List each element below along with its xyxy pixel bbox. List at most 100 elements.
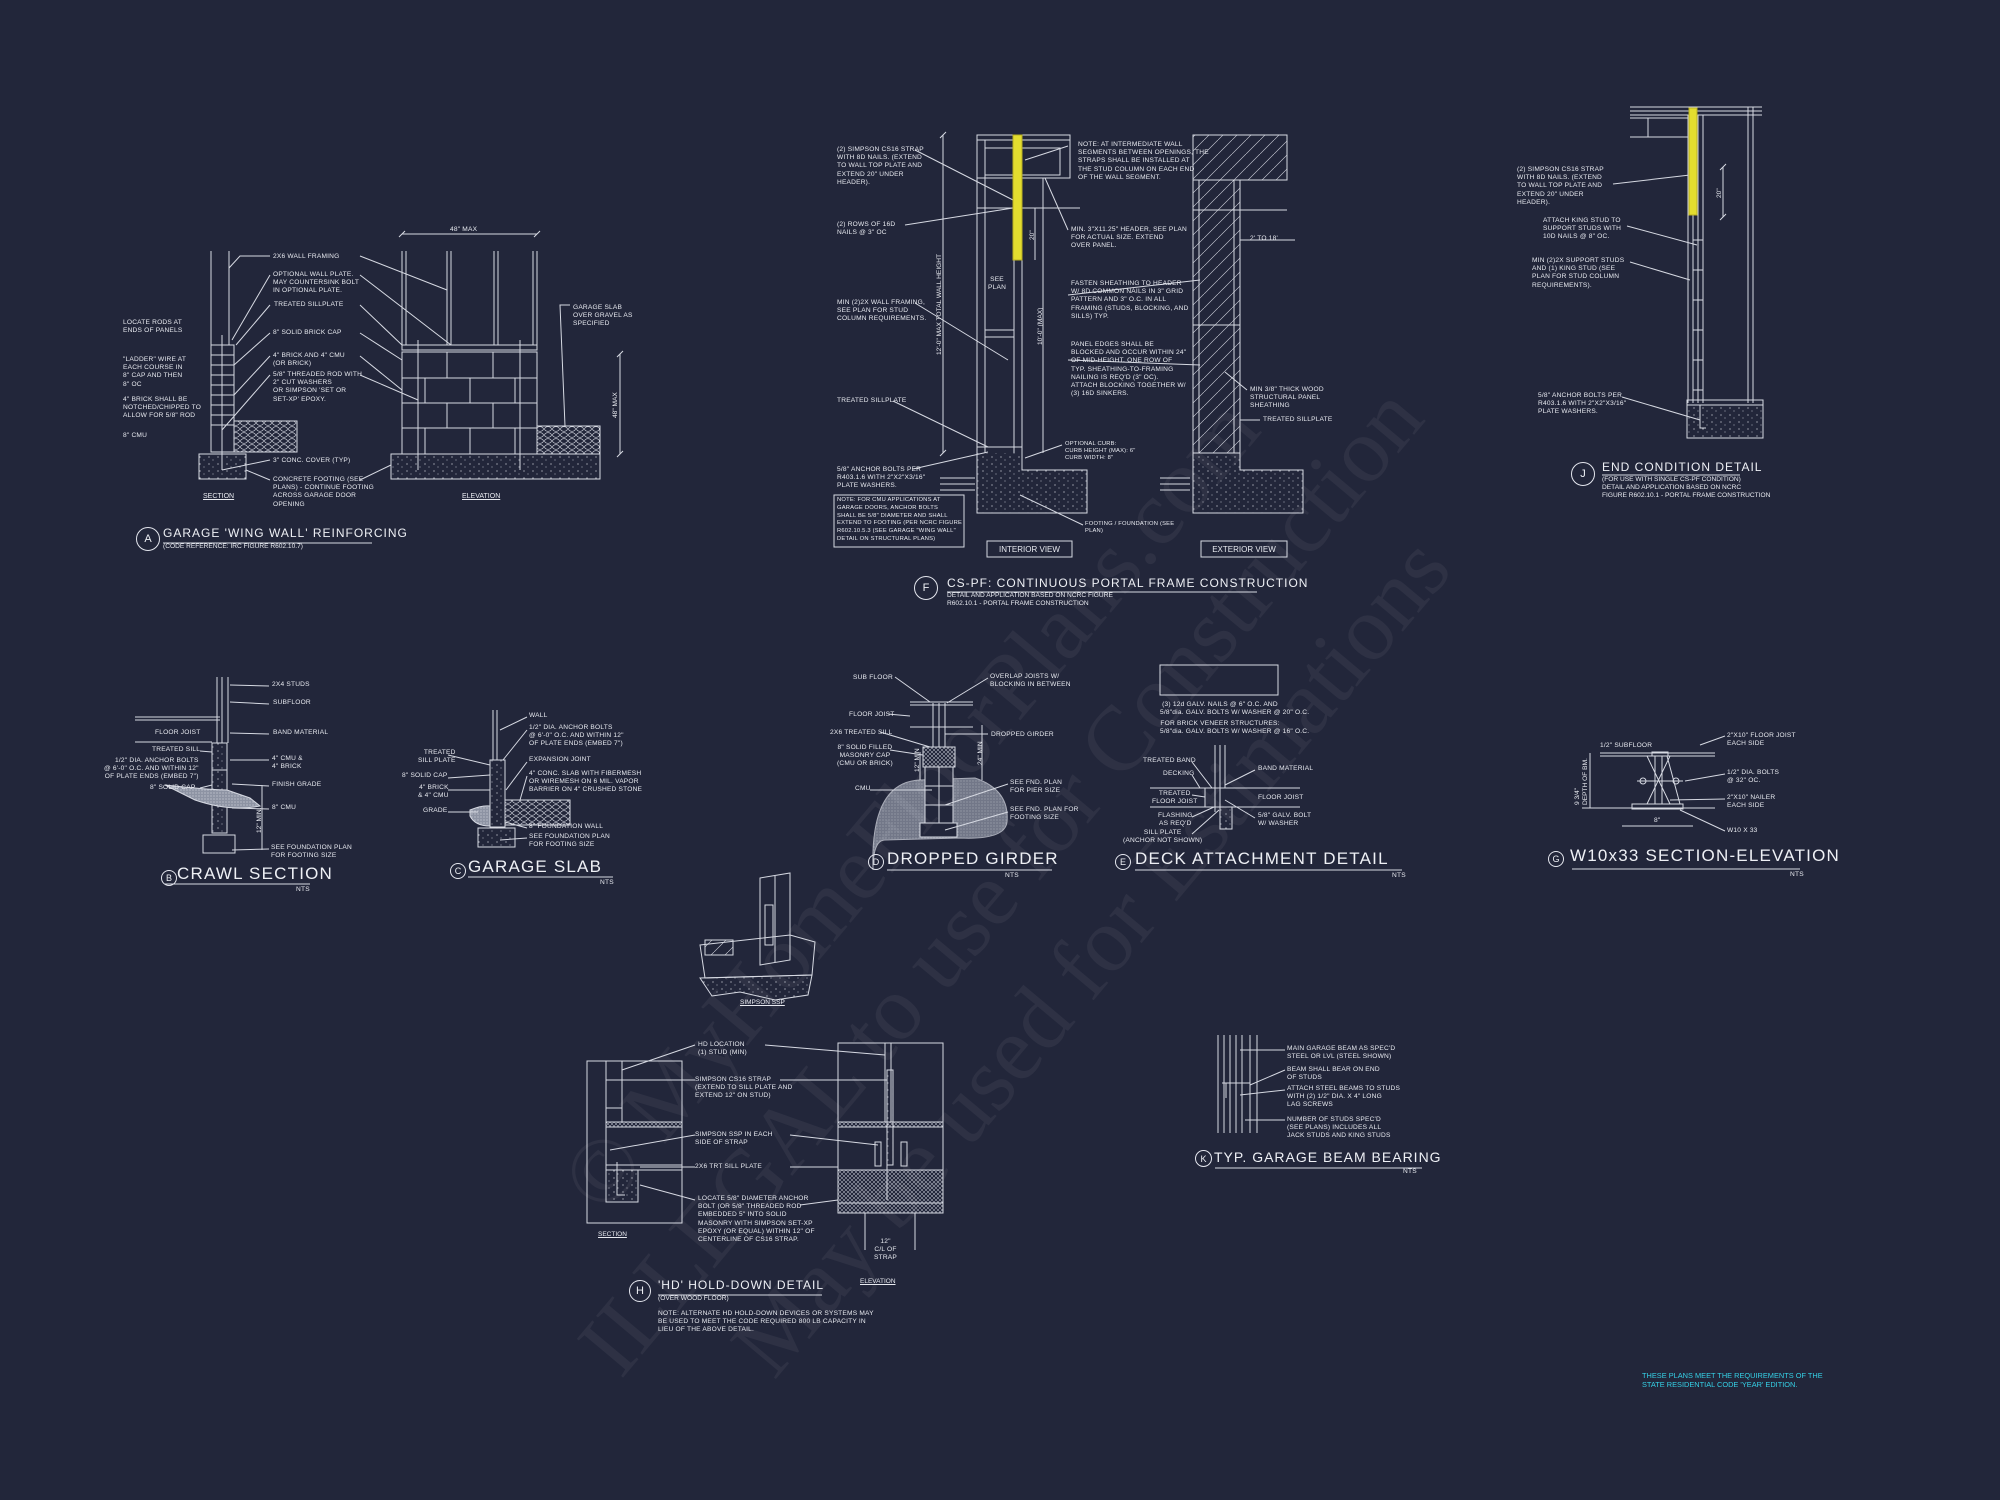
callout: 8" SOLID CAP <box>402 772 448 779</box>
detail-marker: B <box>161 870 177 886</box>
dim-label: 48" MAX <box>450 226 478 233</box>
dim-label: 8" <box>1654 817 1661 824</box>
callout: 8" CMU <box>123 432 148 439</box>
callout: 1/2" SUBFLOOR <box>1600 742 1653 749</box>
view-label: ELEVATION <box>860 1278 896 1285</box>
callout: 3" CONC. COVER (TYP) <box>273 457 351 464</box>
detail-marker: E <box>1115 854 1131 870</box>
callout: 2x6 TRT SILL PLATE <box>695 1163 763 1170</box>
callout: 4" CMU & 4" BRICK <box>272 755 303 771</box>
detail-h-linework <box>586 1042 944 1250</box>
callout: TREATED SILL <box>152 746 201 753</box>
callout: 5/8" ANCHOR BOLTS PER R403.1.6 WITH 2"x2… <box>1538 392 1627 416</box>
scale-label: NTS <box>296 886 310 893</box>
callout: 5/8" GALV. BOLT W/ WASHER <box>1258 812 1312 828</box>
dim-label: 2' TO 18' <box>1250 235 1278 242</box>
dim-label: 48" MAX <box>612 392 619 418</box>
scale-label: NTS <box>1005 872 1019 879</box>
callout: TREATED SILLPLATE <box>274 301 344 308</box>
callout: FLOOR JOIST <box>155 729 201 736</box>
note-box-text: NOTE: FOR CMU APPLICATIONS AT GARAGE DOO… <box>837 497 963 542</box>
dim-label: 12" MIN. <box>256 807 263 833</box>
callout: SEE FND. PLAN FOR FOOTING SIZE <box>1010 806 1079 822</box>
view-label: SECTION <box>598 1231 627 1238</box>
callout: 2x6 WALL FRAMING <box>273 253 340 260</box>
scale-label: NTS <box>600 879 614 886</box>
dim-label: 12'-0" MAX TOTAL WALL HEIGHT <box>936 253 943 355</box>
view-label: SECTION <box>203 493 235 500</box>
callout: SEE FOUNDATION PLAN FOR FOOTING SIZE <box>529 833 610 849</box>
view-label: ELEVATION <box>462 493 501 500</box>
detail-title: GARAGE 'WING WALL' REINFORCING <box>163 526 408 540</box>
callout: LOCATE RODS AT ENDS OF PANELS <box>123 319 183 335</box>
detail-marker: H <box>629 1280 651 1302</box>
callout: FLOOR JOIST <box>1258 794 1304 801</box>
nailing-note: (3) 12d GALV. NAILS @ 6" O.C. AND 5/8"di… <box>1160 701 1310 717</box>
callout: SUB FLOOR <box>853 674 893 681</box>
detail-title: DECK ATTACHMENT DETAIL <box>1135 849 1389 868</box>
callout: FASTEN SHEATHING TO HEADER W/ 8d COMMON … <box>1071 280 1189 320</box>
detail-marker: F <box>914 576 938 600</box>
callout: MIN (2)2X SUPPORT STUDS AND (1) KING STU… <box>1532 257 1625 289</box>
callout: 2"x10" NAILER EACH SIDE <box>1727 794 1776 810</box>
code-compliance-note: THESE PLANS MEET THE REQUIREMENTS OF THE… <box>1642 1371 1823 1389</box>
dim-label: 20" <box>1029 230 1036 240</box>
callout: DROPPED GIRDER <box>991 731 1054 738</box>
detail-subtitle: DETAIL AND APPLICATION BASED ON NCRC FIG… <box>947 592 1113 607</box>
callout: SILL PLATE (ANCHOR NOT SHOWN) <box>1123 829 1203 845</box>
simpson-ssp-label: SIMPSON SSP <box>740 999 785 1006</box>
callout: OPTIONAL WALL PLATE. MAY COUNTERSINK BOL… <box>273 271 360 295</box>
strap-highlight-f <box>1012 134 1023 261</box>
simpson-ssp-sketch <box>699 872 816 1001</box>
callout: 8" CMU <box>272 804 297 811</box>
detail-e-linework <box>1150 664 1300 835</box>
detail-marker: C <box>450 863 466 879</box>
callout: WALL <box>529 712 548 719</box>
callout: CMU <box>855 785 871 792</box>
detail-f-interior-linework <box>833 131 1088 558</box>
callout: LOCATE 5/8" DIAMETER ANCHOR BOLT (OR 5/8… <box>698 1195 815 1244</box>
callout: 2"x10" FLOOR JOIST EACH SIDE <box>1727 732 1796 748</box>
callout: CONCRETE FOOTING (SEE PLANS) - CONTINUE … <box>273 476 374 508</box>
callout: 4" BRICK SHALL BE NOTCHED/CHIPPED TO ALL… <box>123 396 202 420</box>
detail-marker: A <box>136 527 160 551</box>
callout: ATTACH KING STUD TO SUPPORT STUDS WITH 1… <box>1543 217 1622 241</box>
callout: MIN (2)2X WALL FRAMING, SEE PLAN FOR STU… <box>837 299 927 323</box>
callout: BAND MATERIAL <box>1258 765 1314 772</box>
exterior-view-label: EXTERIOR VIEW <box>1212 544 1276 554</box>
scale-label: NTS <box>1403 1168 1417 1175</box>
callout: OVERLAP JOISTS W/ BLOCKING IN BETWEEN <box>990 673 1071 689</box>
callout: 8" FOUNDATION WALL <box>529 823 604 830</box>
callout: BEAM SHALL BEAR ON END OF STUDS <box>1287 1066 1380 1082</box>
callout: (2) ROWS OF 16d NAILS @ 3" OC <box>837 221 896 237</box>
callout: SEE FND. PLAN FOR PIER SIZE <box>1010 779 1063 795</box>
detail-marker: D <box>868 854 884 870</box>
callout: EXPANSION JOINT <box>529 756 591 763</box>
title-underlines <box>163 474 1800 1296</box>
callout: TREATED SILLPLATE <box>837 397 907 404</box>
scale-label: NTS <box>1790 871 1804 878</box>
callout: 4" BRICK & 4" CMU <box>418 784 449 800</box>
callout: TREATED SILLPLATE <box>1263 416 1333 423</box>
hold-down-note: NOTE: ALTERNATE HD HOLD-DOWN DEVICES OR … <box>658 1310 874 1334</box>
callout: MIN. 3"x11.25" HEADER, SEE PLAN FOR ACTU… <box>1071 226 1187 250</box>
callout: (2) SIMPSON CS16 STRAP WITH 8d NAILS. (E… <box>837 146 924 186</box>
callout: HD LOCATION (1) STUD (MIN) <box>698 1041 747 1057</box>
dim-label: 20" <box>1716 188 1723 198</box>
callout: GARAGE SLAB OVER GRAVEL AS SPECIFIED <box>573 304 633 328</box>
detail-marker: G <box>1548 851 1564 867</box>
callout: 8" SOLID FILLED MASONRY CAP (CMU OR BRIC… <box>837 744 893 768</box>
detail-title: TYP. GARAGE BEAM BEARING <box>1214 1149 1442 1165</box>
detail-subtitle: (CODE REFERENCE: IRC FIGURE R602.10.7) <box>163 543 303 550</box>
callout: SIMPSON SSP IN EACH SIDE OF STRAP <box>695 1131 773 1147</box>
callout: NUMBER OF STUDS SPEC'D (SEE PLANS) INCLU… <box>1287 1116 1391 1140</box>
detail-k-linework <box>1217 1035 1286 1133</box>
callout: OPTIONAL CURB: CURB HEIGHT (MAX): 6" CUR… <box>1065 441 1136 461</box>
detail-j-linework <box>1612 106 1764 439</box>
callout: TREATED FLOOR JOIST <box>1152 790 1198 806</box>
dim-label: 9 3/4" DEPTH OF BM. <box>1574 758 1589 805</box>
dim-label: SEE PLAN <box>988 276 1007 292</box>
dim-label: 12" C/L OF STRAP <box>874 1238 897 1262</box>
callout: SUBFLOOR <box>273 699 311 706</box>
